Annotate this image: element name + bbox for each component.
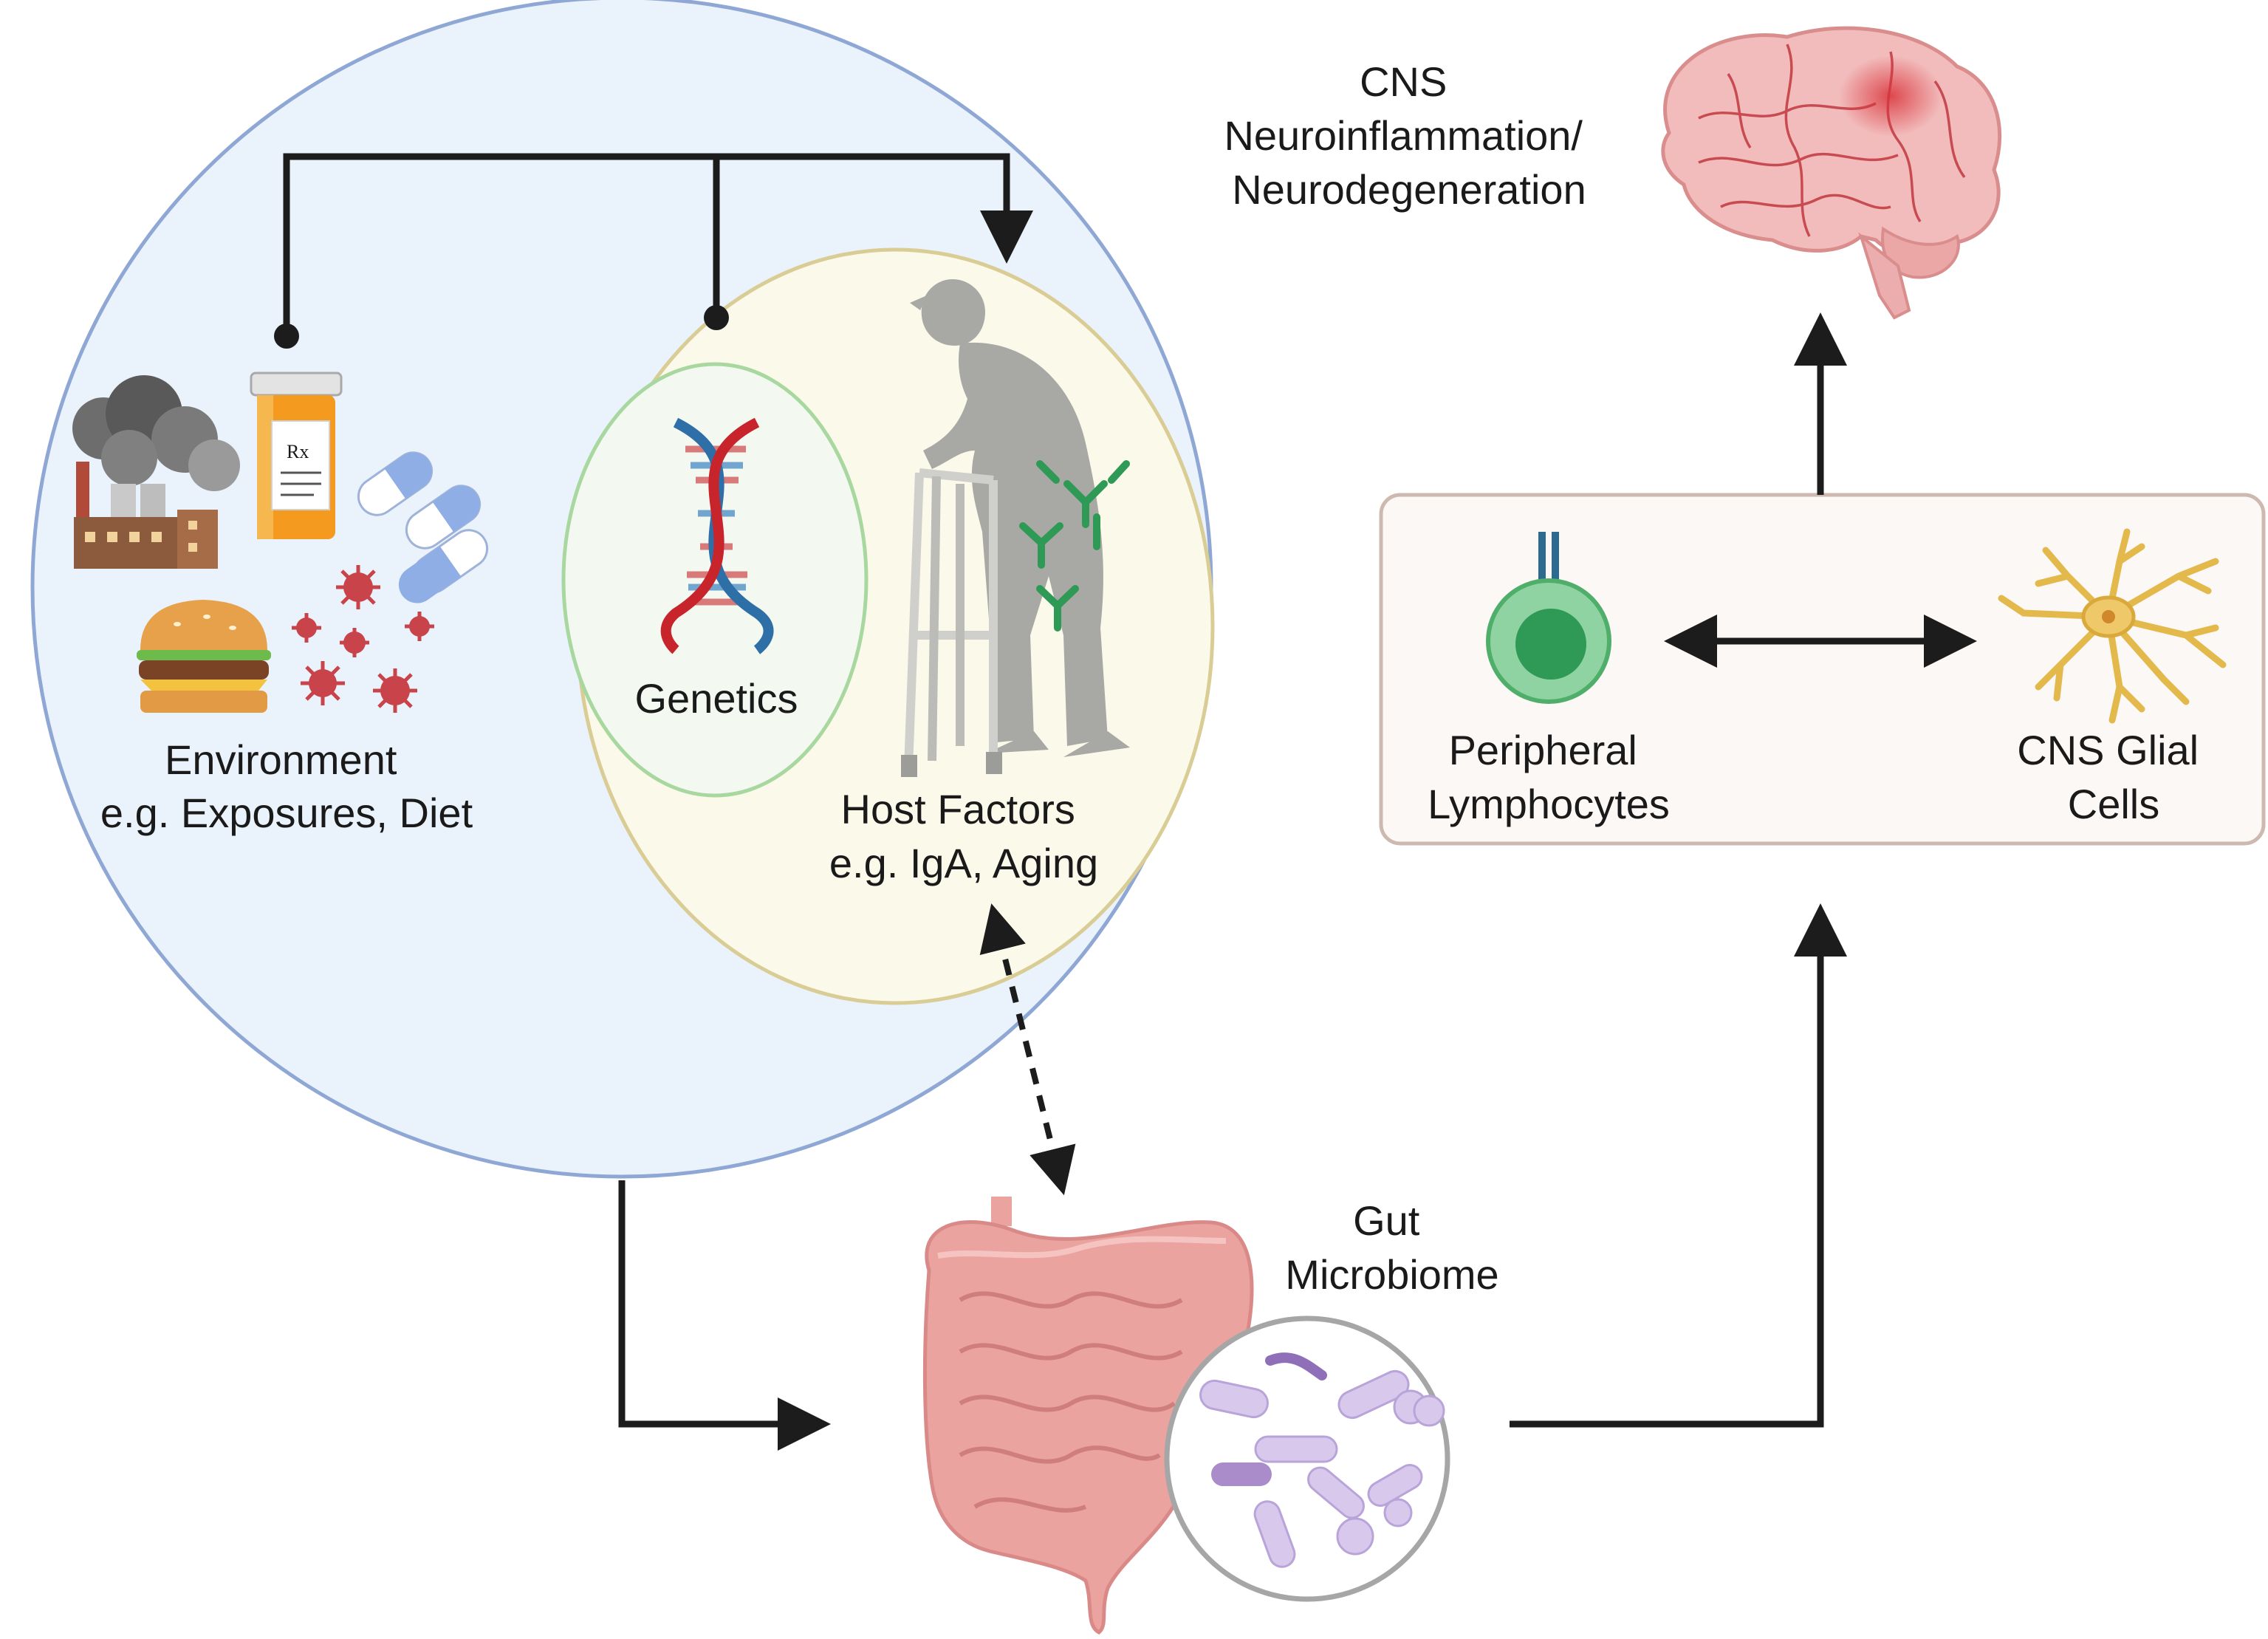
svg-text:Rx: Rx: [287, 441, 309, 462]
bracket-dot-environment: [274, 324, 299, 349]
lymphocyte-icon: [1486, 532, 1611, 704]
lymphocytes-label-line2: Lymphocytes: [1428, 781, 1670, 827]
brain-label-line1: CNS: [1360, 58, 1447, 105]
gut-to-immune-arrow: [1510, 903, 1847, 1428]
gut-label-line2: Microbiome: [1285, 1251, 1498, 1298]
dna-icon: [660, 417, 774, 654]
gut-label-line1: Gut: [1353, 1197, 1420, 1244]
host-gut-dashed-arrow: [979, 903, 1076, 1196]
factory-icon: [72, 375, 240, 569]
host-factors-label-line2: e.g. IgA, Aging: [829, 840, 1098, 886]
host-factors-label: Host Factors e.g. IgA, Aging: [829, 786, 1098, 886]
glial-label-line2: Cells: [2068, 781, 2159, 827]
lymphocytes-label: Peripheral Lymphocytes: [1428, 727, 1670, 827]
bacteria-magnifier-icon: [1164, 1315, 1450, 1602]
antibody-icon: [1019, 460, 1130, 632]
brain-label-line3: Neurodegeneration: [1232, 166, 1586, 213]
environment-label-line1: Environment: [165, 736, 397, 783]
bracket-dot-genetics: [704, 305, 729, 330]
brain-label-line2: Neuroinflammation/: [1224, 112, 1583, 159]
intestine-icon: [922, 1197, 1254, 1635]
pill-bottle-icon: Rx: [250, 372, 343, 539]
burger-icon: [137, 600, 271, 713]
glial-label-line1: CNS Glial: [2017, 727, 2199, 773]
genetics-label: Genetics: [635, 675, 798, 722]
virus-icon: [292, 565, 434, 713]
lymphocytes-label-line1: Peripheral: [1449, 727, 1637, 773]
host-factors-label-line1: Host Factors: [841, 786, 1075, 832]
environment-label: Environment e.g. Exposures, Diet: [100, 736, 473, 836]
factors-to-gut-arrow: [618, 1180, 831, 1451]
brain-label: CNS Neuroinflammation/ Neurodegeneration: [1224, 58, 1594, 213]
influence-bracket: [283, 153, 1033, 336]
capsule-icon: [357, 451, 489, 603]
glial-cell-icon: [1998, 528, 2227, 724]
gut-microbiome-label: Gut Microbiome: [1285, 1197, 1498, 1298]
elderly-person-walker-icon: [901, 279, 1130, 777]
brain-icon: [1661, 26, 2002, 320]
glial-label: CNS Glial Cells: [2017, 727, 2210, 827]
environment-label-line2: e.g. Exposures, Diet: [100, 790, 473, 836]
